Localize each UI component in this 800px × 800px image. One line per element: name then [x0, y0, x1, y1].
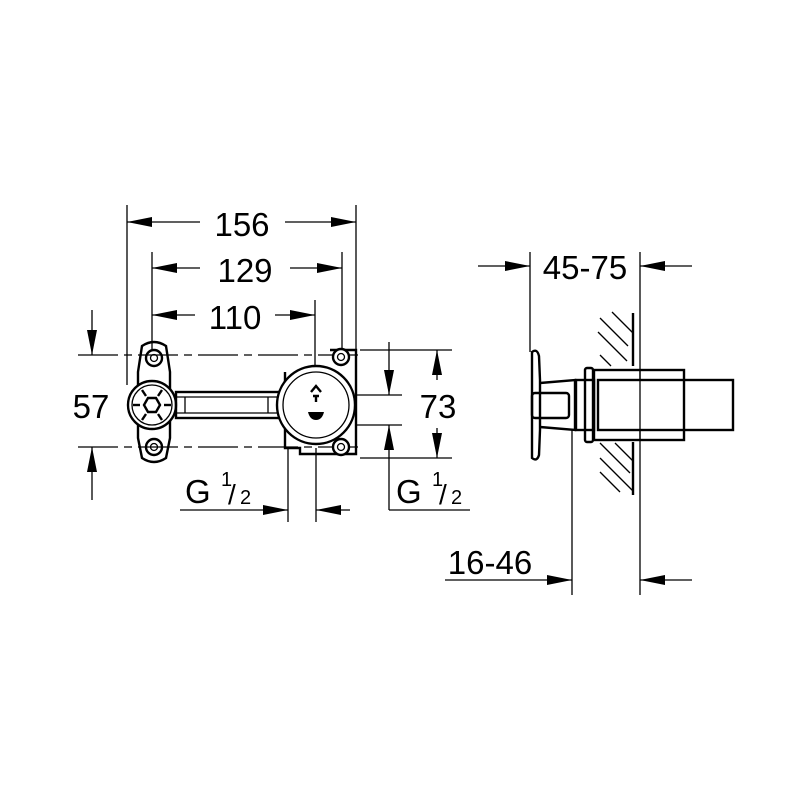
dimension-156: 156 [127, 206, 356, 243]
dimension-110: 110 [152, 299, 315, 336]
valve-body [275, 347, 358, 457]
dim-text-156: 156 [214, 206, 269, 243]
left-bracket [126, 340, 178, 464]
dim-text-73: 73 [420, 388, 457, 425]
dim-text-129: 129 [217, 252, 272, 289]
dim-text-16-46: 16-46 [448, 544, 532, 581]
valve-body-side [574, 366, 735, 444]
thread-letter: G [396, 473, 422, 510]
front-view: 156 129 110 57 [73, 205, 470, 522]
dimension-129: 129 [152, 252, 342, 289]
dimension-57: 57 [73, 310, 110, 500]
dimension-45-75: 45-75 [478, 249, 692, 286]
wall-section [597, 311, 635, 495]
thread-denominator: 2 [240, 487, 251, 509]
thread-denominator: 2 [451, 487, 462, 509]
dimension-73: 73 [360, 349, 457, 459]
dim-text-57: 57 [73, 388, 110, 425]
dim-text-45-75: 45-75 [543, 249, 627, 286]
fraction-slash: / [439, 479, 447, 510]
fraction-slash: / [228, 479, 236, 510]
thread-letter: G [185, 473, 211, 510]
dim-text-110: 110 [209, 299, 262, 336]
side-view: 45-75 16-46 [445, 249, 735, 595]
thread-numerator: 1 [221, 469, 232, 491]
thread-label-left: G 1 / 2 [180, 448, 350, 522]
thread-numerator: 1 [432, 469, 443, 491]
connecting-pipe [174, 390, 282, 420]
thread-label-right: G 1 / 2 [389, 469, 470, 511]
dimension-16-46: 16-46 [445, 544, 692, 585]
rosette-plate [530, 349, 577, 461]
